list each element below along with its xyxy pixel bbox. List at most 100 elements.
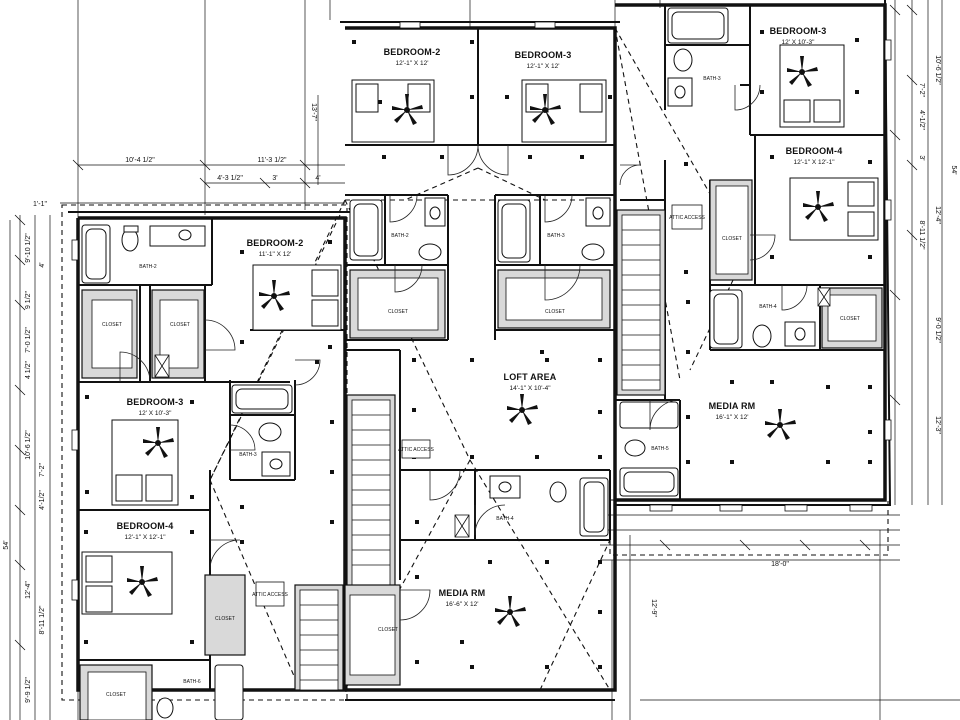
dimension-label: 9'-0 1/2" (934, 317, 941, 343)
closet-label: CLOSET (388, 309, 408, 315)
dimension-label: 12'-4" (934, 206, 941, 224)
chase-marks (154, 287, 831, 538)
dimension-label: 3' (272, 175, 277, 182)
door-swings (119, 84, 808, 621)
dimension-label: 12'-4" (25, 581, 32, 599)
bath-label: BATH-4 (759, 304, 777, 310)
closet-label: CLOSET (545, 309, 565, 315)
room-labels: BEDROOM-2 12'-1" X 12' BEDROOM-3 12'-1" … (117, 26, 843, 608)
dimension-label: 54' (3, 540, 10, 549)
dimension-label: 13'-7" (310, 103, 317, 121)
room-size-bedroom-3-left: 12' X 10'-3" (139, 410, 173, 417)
dimension-ticks (14, 4, 918, 651)
dimension-label: 4'-1/2" (918, 110, 925, 130)
room-name-bedroom-4-left: BEDROOM-4 (117, 521, 174, 531)
dimension-label: 10'-6 1/2" (934, 55, 941, 85)
room-name-bedroom-3-left: BEDROOM-3 (127, 397, 184, 407)
closet-label: CLOSET (378, 627, 398, 633)
dimension-label: 4'-3 1/2" (217, 175, 243, 182)
dimension-label: 9'-9 1/2" (25, 677, 32, 703)
ceiling-fan-icon (127, 566, 158, 597)
attic-access-label: ATTIC ACCESS (252, 592, 288, 598)
ceiling-fan-icon (143, 427, 174, 458)
bath-fixtures (81, 7, 816, 720)
dimension-label: 3' (918, 155, 925, 160)
closet-label: CLOSET (170, 322, 190, 328)
room-size-bedroom-2-center: 12'-1" X 12' (396, 60, 429, 67)
closet-label: CLOSET (840, 316, 860, 322)
ceiling-fan-icons (127, 56, 834, 627)
dimension-label: 7'-2" (39, 463, 46, 477)
bath-label: BATH-5 (651, 446, 669, 452)
room-size-media-rm-center: 16'-6" X 12' (446, 601, 479, 608)
dimension-label: 54' (950, 165, 957, 174)
room-name-bedroom-3-center: BEDROOM-3 (515, 50, 572, 60)
dimension-label: 4' (39, 262, 46, 267)
dimension-label: 8'-11 1/2" (39, 605, 46, 635)
dimension-label: 4' (315, 175, 320, 182)
attic-access-label: ATTIC ACCESS (669, 215, 705, 221)
bath-label: BATH-6 (183, 679, 201, 685)
window-strips (71, 21, 892, 601)
ceiling-fan-icon (392, 94, 423, 125)
ceiling-fan-icon (507, 394, 538, 425)
closet-label: CLOSET (106, 692, 126, 698)
closet-label: CLOSET (215, 616, 235, 622)
room-name-loft-area: LOFT AREA (504, 372, 557, 382)
dimension-label: 11'-3 1/2" (258, 157, 288, 164)
bath-label: BATH-2 (391, 233, 409, 239)
dimension-label: 9'-10 1/2" (25, 233, 32, 263)
dimension-label: 7'-0 1/2" (25, 327, 32, 353)
dimension-label: 12'-9" (650, 599, 657, 617)
ceiling-fan-icon (495, 596, 526, 627)
small-labels: BATH-2 BATH-3 BATH-3 BATH-2 BATH-4 BATH-… (102, 76, 860, 698)
stair-right (616, 209, 666, 396)
closet-label: CLOSET (102, 322, 122, 328)
ceiling-fan-icon (803, 191, 834, 222)
interior-walls (78, 5, 885, 690)
ceiling-fan-icon (787, 56, 818, 87)
stair-bottom-left (294, 584, 344, 691)
dimension-label: 12'-3" (934, 416, 941, 434)
room-size-media-rm-right: 16'-1" X 12' (716, 414, 749, 421)
room-name-media-rm-center: MEDIA RM (439, 588, 486, 598)
dimension-label: 18'-0" (771, 561, 789, 568)
dimension-label: 7'-2" (918, 83, 925, 97)
room-size-bedroom-4-right: 12'-1" X 12'-1" (793, 159, 835, 166)
dimension-label: 9 1/2" (25, 290, 32, 309)
room-size-bedroom-2-left: 11'-1" X 12' (259, 251, 292, 258)
room-name-bedroom-2-center: BEDROOM-2 (384, 47, 441, 57)
closets (79, 179, 883, 720)
dimension-labels: 10'-4 1/2" 11'-3 1/2" 4'-3 1/2" 3' 4' 13… (3, 55, 957, 703)
room-size-bedroom-3-center: 12'-1" X 12' (527, 63, 560, 70)
stair-left (346, 394, 396, 591)
ceiling-fan-icon (530, 94, 561, 125)
room-name-media-rm-right: MEDIA RM (709, 401, 756, 411)
dashed-offsets (61, 199, 889, 701)
dimension-lines (9, 0, 960, 720)
dimension-label: 4 1/2" (25, 360, 32, 379)
bath-label: BATH-3 (547, 233, 565, 239)
room-name-bedroom-2-left: BEDROOM-2 (247, 238, 304, 248)
dimension-label: 10'-6 1/2" (25, 430, 32, 460)
attic-access-boxes (255, 204, 703, 607)
room-size-bedroom-3-right: 12' X 10'-3" (782, 39, 816, 46)
closet-label: CLOSET (722, 236, 742, 242)
attic-access-label: ATTIC ACCESS (398, 447, 434, 453)
bath-label: BATH-3 (703, 76, 721, 82)
ceiling-fan-icon (259, 280, 290, 311)
beds (81, 44, 879, 615)
dimension-label: 1'-1" (33, 201, 47, 208)
dimension-label: 8'-11 1/2" (918, 221, 925, 251)
room-name-bedroom-4-right: BEDROOM-4 (786, 146, 843, 156)
room-size-bedroom-4-left: 12'-1" X 12'-1" (124, 534, 166, 541)
bath-label: BATH-3 (239, 452, 257, 458)
room-size-loft-area: 14'-1" X 10'-4" (509, 385, 551, 392)
bath-label: BATH-2 (139, 264, 157, 270)
room-name-bedroom-3-right: BEDROOM-3 (770, 26, 827, 36)
bath-label: BATH-4 (496, 516, 514, 522)
dimension-label: 10'-4 1/2" (125, 157, 155, 164)
ceiling-fan-icon (765, 409, 796, 440)
dimension-label: 4'-1/2" (39, 490, 46, 510)
